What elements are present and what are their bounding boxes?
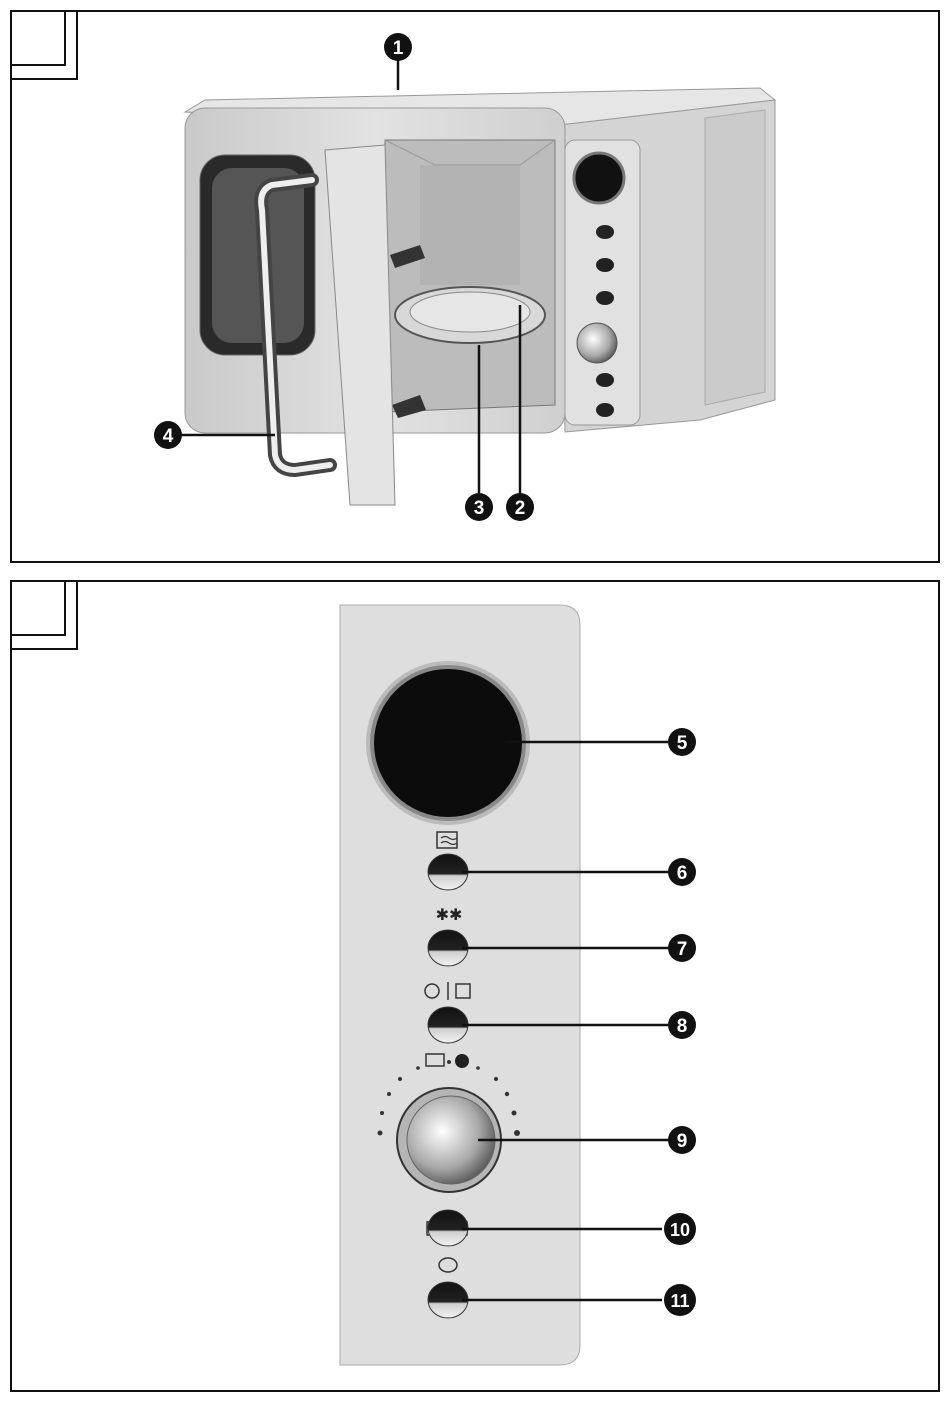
callout-1: 1 bbox=[384, 33, 412, 61]
callout-10: 10 bbox=[664, 1213, 696, 1245]
svg-text:3: 3 bbox=[474, 498, 485, 519]
svg-text:5: 5 bbox=[677, 733, 688, 754]
callout-2: 2 bbox=[506, 493, 534, 521]
callout-4: 4 bbox=[154, 421, 182, 449]
callout-6: 6 bbox=[668, 858, 696, 886]
callout-11: 11 bbox=[664, 1284, 696, 1316]
callout-3: 3 bbox=[465, 493, 493, 521]
control-panel-illustration: ✱✱ bbox=[340, 605, 580, 1365]
callout-5: 5 bbox=[668, 728, 696, 756]
svg-text:8: 8 bbox=[677, 1016, 688, 1037]
svg-text:1: 1 bbox=[393, 38, 404, 59]
callout-8: 8 bbox=[668, 1011, 696, 1039]
svg-text:4: 4 bbox=[163, 426, 174, 447]
callout-7: 7 bbox=[668, 934, 696, 962]
svg-text:11: 11 bbox=[670, 1291, 689, 1311]
svg-text:9: 9 bbox=[677, 1131, 688, 1152]
svg-text:✱✱: ✱✱ bbox=[436, 905, 463, 924]
callout-9: 9 bbox=[668, 1126, 696, 1154]
svg-text:7: 7 bbox=[677, 939, 688, 960]
svg-text:2: 2 bbox=[515, 498, 526, 519]
svg-text:6: 6 bbox=[677, 863, 688, 884]
svg-text:10: 10 bbox=[670, 1220, 690, 1240]
